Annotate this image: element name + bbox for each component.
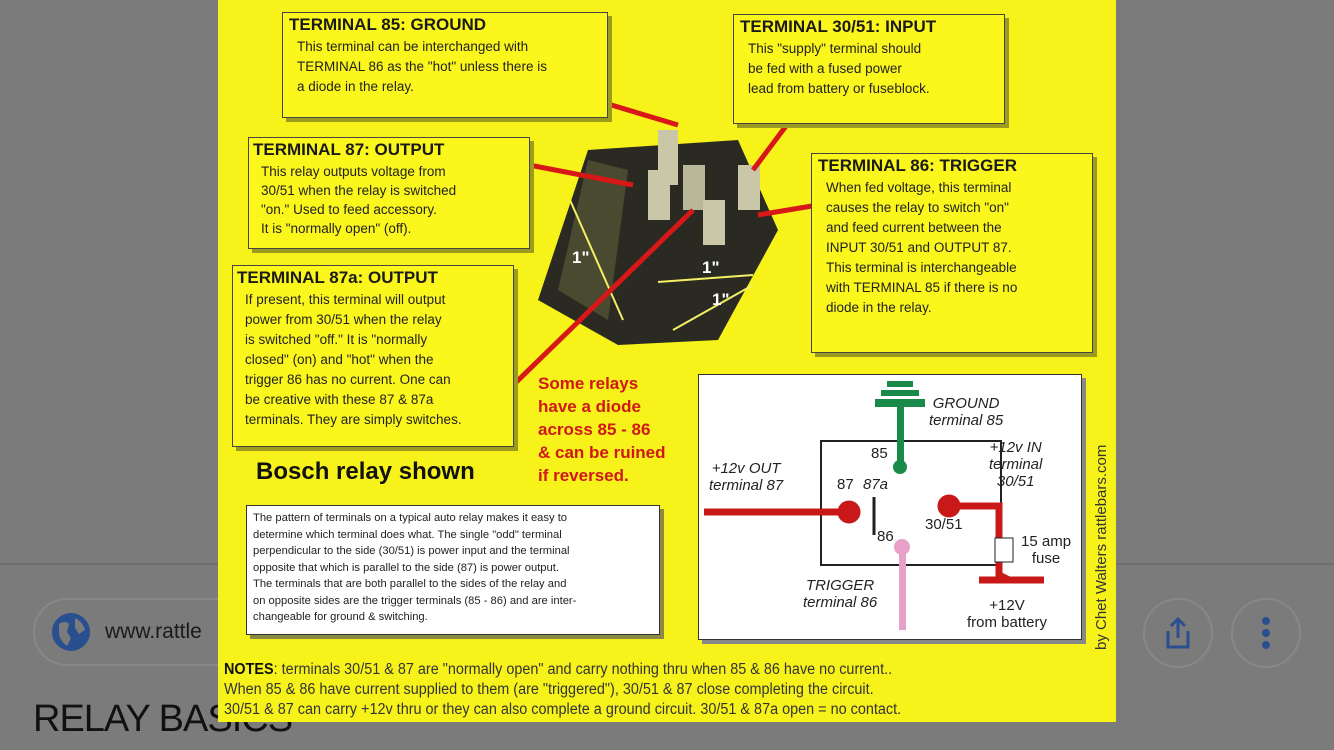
input-label: +12v IN terminal 30/51 bbox=[989, 439, 1043, 490]
more-vert-icon bbox=[1262, 617, 1270, 649]
globe-icon bbox=[52, 613, 90, 651]
author-credit: by Chet Walters rattlebars.com bbox=[1093, 444, 1110, 650]
pin-86-label: 86 bbox=[877, 528, 894, 545]
terminal-86-text: When fed voltage, this terminal causes t… bbox=[826, 180, 1018, 315]
terminal-3051-title: TERMINAL 30/51: INPUT bbox=[740, 17, 937, 36]
terminal-87a-box: TERMINAL 87a: OUTPUT If present, this te… bbox=[232, 265, 514, 447]
diode-warning: Some relays have a diode across 85 - 86 … bbox=[538, 374, 666, 485]
bosch-caption: Bosch relay shown bbox=[256, 458, 475, 485]
terminal-87-text: This relay outputs voltage from 30/51 wh… bbox=[261, 164, 457, 236]
notes: NOTES: terminals 30/51 & 87 are "normall… bbox=[224, 660, 901, 720]
terminal-87a-title: TERMINAL 87a: OUTPUT bbox=[237, 268, 438, 287]
relay-basics-image[interactable]: 1" 1" 1" TERMINAL 85: GROUND This termin… bbox=[218, 0, 1116, 722]
schematic-wires bbox=[704, 381, 1044, 630]
dimension-label: 1" bbox=[572, 248, 590, 267]
terminal-86-title: TERMINAL 86: TRIGGER bbox=[818, 156, 1017, 175]
terminal-85-text: This terminal can be interchanged with T… bbox=[297, 39, 547, 94]
share-icon bbox=[1166, 616, 1190, 649]
terminal-3051-text: This "supply" terminal should be fed wit… bbox=[748, 41, 930, 96]
source-link[interactable]: www.rattle bbox=[33, 598, 293, 666]
output-label: +12v OUT terminal 87 bbox=[709, 460, 784, 494]
pin-87a-label: 87a bbox=[863, 476, 889, 493]
more-options-button[interactable] bbox=[1231, 598, 1301, 668]
terminal-3051-box: TERMINAL 30/51: INPUT This "supply" term… bbox=[733, 14, 1005, 124]
notes-label: NOTES bbox=[224, 661, 274, 678]
dimension-label: 1" bbox=[712, 290, 730, 309]
relay-schematic: GROUND terminal 85 +12v IN terminal 30/5… bbox=[698, 374, 1082, 640]
pin-3051-label: 30/51 bbox=[925, 516, 963, 533]
terminal-85-title: TERMINAL 85: GROUND bbox=[289, 15, 487, 34]
pin-85-label: 85 bbox=[871, 445, 888, 462]
share-button[interactable] bbox=[1143, 598, 1213, 668]
notes-text: : terminals 30/51 & 87 are "normally ope… bbox=[224, 661, 902, 718]
source-url: www.rattle bbox=[105, 620, 202, 643]
dimension-label: 1" bbox=[702, 258, 720, 277]
battery-label: +12V from battery bbox=[967, 597, 1048, 631]
terminal-87-title: TERMINAL 87: OUTPUT bbox=[253, 140, 445, 159]
pattern-explanation: The pattern of terminals on a typical au… bbox=[246, 505, 660, 635]
terminal-87a-text: If present, this terminal will output po… bbox=[245, 292, 462, 427]
fuse-label: 15 amp fuse bbox=[1021, 533, 1072, 567]
terminal-86-box: TERMINAL 86: TRIGGER When fed voltage, t… bbox=[811, 153, 1093, 353]
ground-label: GROUND terminal 85 bbox=[929, 395, 1004, 429]
terminal-85-box: TERMINAL 85: GROUND This terminal can be… bbox=[282, 12, 608, 118]
terminal-87-box: TERMINAL 87: OUTPUT This relay outputs v… bbox=[248, 137, 530, 249]
trigger-label: TRIGGER terminal 86 bbox=[803, 577, 878, 611]
pin-87-label: 87 bbox=[837, 476, 854, 493]
